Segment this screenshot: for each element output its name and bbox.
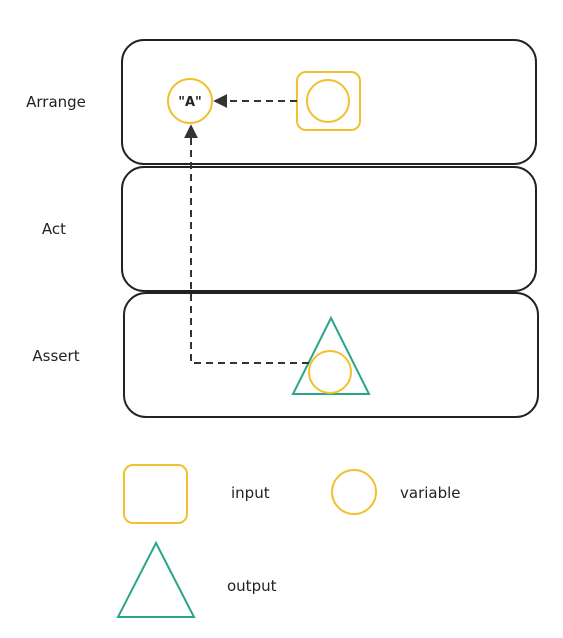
output-triangle (291, 315, 371, 395)
legend-output-label: output (227, 577, 277, 595)
act-label: Act (42, 220, 66, 238)
variable-a-circle (167, 78, 213, 124)
assert-box (123, 292, 539, 418)
legend-variable-icon (331, 469, 377, 515)
input-variable-circle (306, 79, 350, 123)
act-box (121, 166, 537, 292)
legend-variable-label: variable (400, 484, 461, 502)
legend-output-icon (116, 540, 196, 618)
arrange-label: Arrange (26, 93, 86, 111)
legend-input-label: input (231, 484, 270, 502)
legend-input-icon (123, 464, 188, 524)
arrange-box (121, 39, 537, 165)
variable-a-value: "A" (178, 95, 202, 110)
output-variable-circle (308, 350, 352, 394)
assert-label: Assert (32, 347, 79, 365)
assert-to-variable-arrow (184, 124, 309, 364)
